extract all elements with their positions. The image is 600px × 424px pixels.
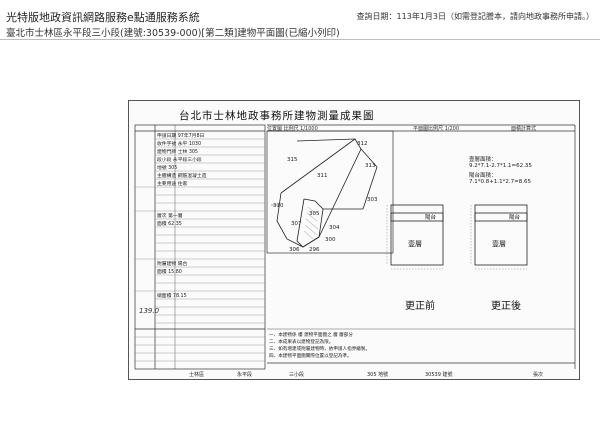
footer-district: 士林區 xyxy=(189,372,205,378)
query-date: 查詢日期：113年1月3日（如需登記謄本，請向地政事務所申請。） xyxy=(356,12,594,21)
meta-plan-scale: 平面圖比例尺 1/200 xyxy=(413,126,459,132)
footer-build-no: 30539 建號 xyxy=(425,372,453,378)
table-row: 層次 第一層 xyxy=(157,214,183,219)
table-row: 主要用途 住家 xyxy=(157,182,188,187)
document-linework xyxy=(134,124,576,370)
plan-label: 307 xyxy=(291,221,302,227)
caption-after: 更正後 xyxy=(491,301,521,312)
plan-label: 296 xyxy=(309,247,320,253)
table-row: 申請日期 97年7月8日 xyxy=(157,134,205,139)
document-title: 台北市士林地政事務所建物測量成果圖 xyxy=(179,110,375,122)
plan-label: 304 xyxy=(329,225,340,231)
balcony-formula: 7.1*0.8+1.1*2.7=8.65 xyxy=(469,179,531,185)
plan-label: 305 xyxy=(309,211,320,217)
note-line: 二、本成果表以建物登記為限。 xyxy=(269,340,334,345)
plan-label: 313 xyxy=(365,163,376,169)
plan-label: 315 xyxy=(287,157,298,163)
meta-scale: 位置圖 比例尺 1/1000 xyxy=(267,126,318,132)
table-row: 附屬建物 陽台 xyxy=(157,262,188,267)
document-subtitle: 臺北市士林區永平段三小段(建號:30539-000)[第二類]建物平面圖(已縮小… xyxy=(6,28,340,39)
balcony-heading: 陽台面積： xyxy=(469,173,497,179)
footer-section: 永平段 xyxy=(237,372,253,378)
footer-lot: 305 地號 xyxy=(367,372,389,378)
footer-subsection: 三小段 xyxy=(289,372,305,378)
floor-label-before: 壹層 xyxy=(408,240,422,248)
plan-label: 306 xyxy=(289,247,300,253)
balcony-label-before: 陽台 xyxy=(425,215,437,221)
meta-area-formula: 面積計算式 xyxy=(511,126,537,132)
area-formula: 9.2*7.1-2.7*1.1=62.35 xyxy=(469,163,532,169)
header-divider xyxy=(0,39,600,40)
plan-label: 311 xyxy=(317,173,328,179)
plan-label: 300 xyxy=(325,237,336,243)
table-row: 收件字號 永平 1030 xyxy=(157,142,202,147)
page-header: 光特版地政資訊網路服務e點通服務系統 查詢日期：113年1月3日（如需登記謄本，… xyxy=(0,0,600,40)
plan-label: 310 xyxy=(273,203,284,209)
caption-before: 更正前 xyxy=(405,301,435,312)
note-line: 四、本建物平面圖實際位置以登記為準。 xyxy=(269,354,352,359)
table-row: 主體構造 鋼筋混凝土造 xyxy=(157,174,207,179)
table-row: 段小段 永平段三小段 xyxy=(157,158,202,163)
table-row: 建物門牌 士林 305 xyxy=(157,150,198,155)
table-row: 面積 15.80 xyxy=(157,270,182,275)
system-title: 光特版地政資訊網路服務e點通服務系統 xyxy=(6,11,200,24)
area-heading: 壹層面積： xyxy=(469,157,497,163)
handwritten-note: 139.0 xyxy=(139,307,160,315)
scanned-survey-document: 台北市士林地政事務所建物測量成果圖 位置圖 比例尺 1/1000 平面圖比例尺 … xyxy=(128,100,580,380)
plan-label: 303 xyxy=(367,197,378,203)
table-row: 地號 305 xyxy=(157,166,178,171)
balcony-label-after: 陽台 xyxy=(509,215,521,221)
table-row: 總面積 78.15 xyxy=(157,294,187,299)
footer-sheet: 張次 xyxy=(533,372,544,378)
note-line: 一、本建物係 樓 建物平面圖之 層 層部分 xyxy=(269,333,353,338)
plan-label: 312 xyxy=(357,141,368,147)
table-row: 面積 62.35 xyxy=(157,222,182,227)
note-line: 三、如有增建或附屬建物時，依申請人指界繪製。 xyxy=(269,347,371,352)
floor-label-after: 壹層 xyxy=(492,240,506,248)
